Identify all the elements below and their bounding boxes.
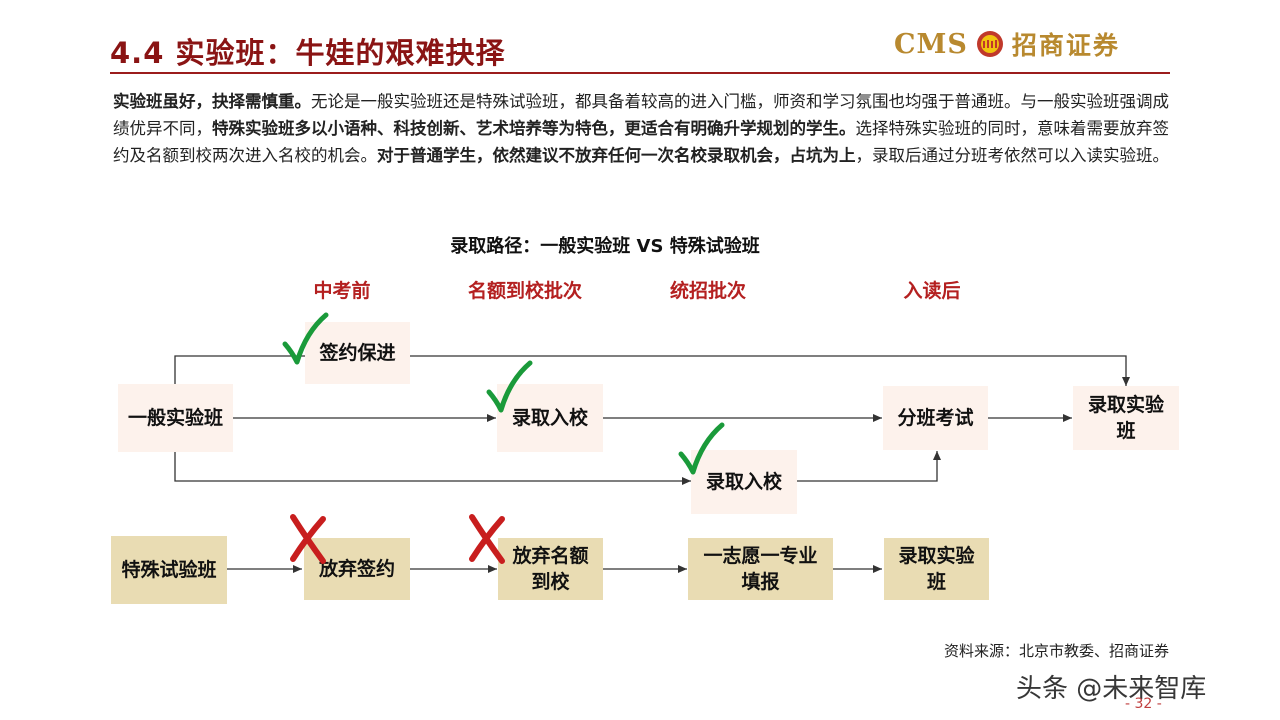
watermark: 头条 @未来智库 <box>1016 674 1207 704</box>
check-icon <box>282 312 329 365</box>
stage-label-pre-exam: 中考前 <box>313 280 371 302</box>
diagram-title: 录取路径：一般实验班 VS 特殊试验班 <box>450 236 760 257</box>
page-title: 4.4 实验班：牛娃的艰难抉择 <box>110 36 506 70</box>
intro-paragraph: 实验班虽好，抉择需慎重。无论是一般实验班还是特殊试验班，都具备着较高的进入门槛，… <box>113 88 1173 169</box>
box-unified-admit: 录取入校 <box>691 450 797 514</box>
cross-icon <box>290 514 326 564</box>
box-special-class: 特殊试验班 <box>111 536 227 604</box>
box-give-up-sign: 放弃签约 <box>304 538 410 600</box>
connector-unified-to-exam <box>797 451 941 482</box>
para-seg: 选择特殊实验班的同时，意味着需要放弃签约及名额到校两次进入名校的机会。 <box>113 119 1169 165</box>
box-general-result: 录取实验班 <box>1073 386 1179 450</box>
box-placement-exam: 分班考试 <box>883 386 988 450</box>
stage-label-unified: 统招批次 <box>669 280 747 302</box>
connector-sign-route <box>174 355 1130 386</box>
para-seg: 无论是一般实验班还是特殊试验班，都具备着较高的进入门槛，师资和学习氛围也均强于普… <box>113 92 1169 138</box>
logo-latin: CMS <box>894 28 968 60</box>
connector-start-to-unified <box>174 452 691 485</box>
box-quota-admit: 录取入校 <box>497 384 603 452</box>
stage-label-after: 入读后 <box>903 280 961 302</box>
source-note: 资料来源：北京市教委、招商证券 <box>943 642 1169 660</box>
para-seg: 特殊实验班多以小语种、科技创新、艺术培养等为特色，更适合有明确升学规划的学生。 <box>212 119 856 138</box>
page-number: - 32 - <box>1125 696 1162 712</box>
box-general-class: 一般实验班 <box>118 384 233 452</box>
check-icon <box>486 360 533 413</box>
para-seg: 实验班虽好，抉择需慎重。 <box>113 92 311 111</box>
stage-label-quota: 名额到校批次 <box>467 280 583 302</box>
cross-icon <box>469 514 505 564</box>
logo-chinese: 招商证券 <box>1011 31 1120 60</box>
box-give-up-quota: 放弃名额到校 <box>498 538 603 600</box>
box-first-choice: 一志愿一专业填报 <box>688 538 833 600</box>
cms-logo: CMS 招商证券 <box>894 26 1120 62</box>
box-sign-guarantee: 签约保进 <box>305 322 410 384</box>
para-seg: ，录取后通过分班考依然可以入读实验班。 <box>855 146 1170 165</box>
box-special-result: 录取实验班 <box>884 538 989 600</box>
check-icon <box>678 422 725 475</box>
para-seg: 对于普通学生，依然建议不放弃任何一次名校录取机会，占坑为上 <box>377 146 856 165</box>
logo-emblem-icon <box>976 31 1003 57</box>
title-divider <box>110 72 1170 74</box>
